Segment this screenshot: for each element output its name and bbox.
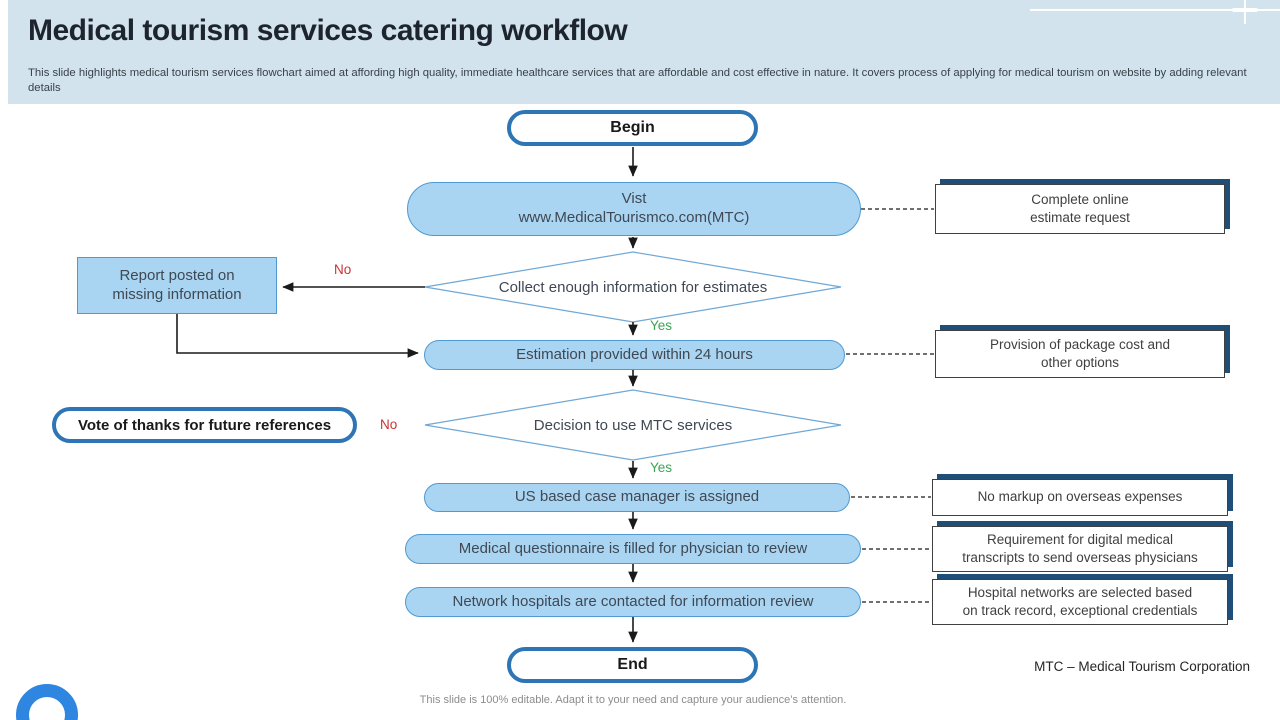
flow-node-visit-website: Vist www.MedicalTourismco.com(MTC) — [407, 182, 861, 236]
side-note-line1: Provision of package cost and — [989, 336, 1171, 352]
flow-node-label: US based case manager is assigned — [514, 488, 760, 506]
flow-node-label: Begin — [610, 119, 655, 136]
flow-node-label: Vote of thanks for future references — [77, 416, 332, 434]
branch-label-no: No — [380, 417, 398, 432]
side-note-line2: on track record, exceptional credentials — [962, 603, 1198, 618]
dashed-links — [846, 208, 934, 603]
branch-label-yes: Yes — [650, 318, 673, 333]
decision-collect-information: Collect enough information for estimates — [445, 272, 821, 302]
decision-label: Collect enough information for estimates — [498, 278, 768, 296]
side-note-line1: Hospital networks are selected based — [967, 584, 1193, 600]
slide-header: Medical tourism services catering workfl… — [8, 0, 1280, 104]
flow-node-label-line2: www.MedicalTourismco.com(MTC) — [518, 209, 750, 226]
side-note-line2: transcripts to send overseas physicians — [962, 550, 1198, 565]
editable-note: This slide is 100% editable. Adapt it to… — [419, 694, 847, 706]
flow-node-medical-questionnaire: Medical questionnaire is filled for phys… — [405, 534, 861, 564]
decorative-line — [1030, 9, 1280, 11]
page-title: Medical tourism services catering workfl… — [28, 14, 628, 47]
flow-node-us-case-manager: US based case manager is assigned — [424, 483, 850, 512]
flow-node-label: Network hospitals are contacted for info… — [452, 592, 814, 610]
side-note-digital-transcripts: Requirement for digital medical transcri… — [932, 526, 1228, 572]
flow-node-label: End — [617, 656, 648, 673]
flow-node-label-line2: missing information — [112, 285, 242, 303]
decision-label: Decision to use MTC services — [533, 416, 733, 434]
branch-label-yes: Yes — [650, 460, 673, 475]
flow-node-vote-of-thanks: Vote of thanks for future references — [52, 407, 357, 443]
flow-node-end: End — [507, 647, 758, 683]
flow-node-label: Estimation provided within 24 hours — [516, 345, 753, 363]
sparkle-icon — [1244, 0, 1246, 24]
side-note-line1: Requirement for digital medical — [986, 531, 1174, 547]
flow-node-network-hospitals: Network hospitals are contacted for info… — [405, 587, 861, 617]
branch-label-no: No — [334, 262, 352, 277]
side-note-no-markup: No markup on overseas expenses — [932, 479, 1228, 516]
sparkle-icon — [1232, 8, 1258, 12]
side-note-hospital-networks: Hospital networks are selected based on … — [932, 579, 1228, 625]
side-note-complete-online: Complete online estimate request — [935, 184, 1225, 234]
page-subtitle: This slide highlights medical tourism se… — [28, 67, 1247, 95]
decision-use-mtc-services: Decision to use MTC services — [445, 410, 821, 440]
flow-node-label-line1: Vist — [621, 190, 647, 208]
side-note-line1: No markup on overseas expenses — [977, 489, 1183, 505]
flow-node-begin: Begin — [507, 110, 758, 146]
flow-node-label: Medical questionnaire is filled for phys… — [458, 539, 808, 557]
flow-node-label-line1: Report posted on — [119, 266, 235, 284]
side-note-line2: other options — [1040, 355, 1120, 370]
side-note-line2: estimate request — [1030, 210, 1130, 225]
side-note-package-cost: Provision of package cost and other opti… — [935, 330, 1225, 378]
side-note-line1: Complete online — [1031, 191, 1129, 207]
flow-node-report-missing-info: Report posted on missing information — [77, 257, 277, 314]
abbreviation-note: MTC – Medical Tourism Corporation — [1034, 659, 1250, 674]
flow-node-estimation-24hours: Estimation provided within 24 hours — [424, 340, 845, 370]
flow-arrows — [176, 147, 638, 643]
decision-diamond-shape — [424, 389, 842, 461]
